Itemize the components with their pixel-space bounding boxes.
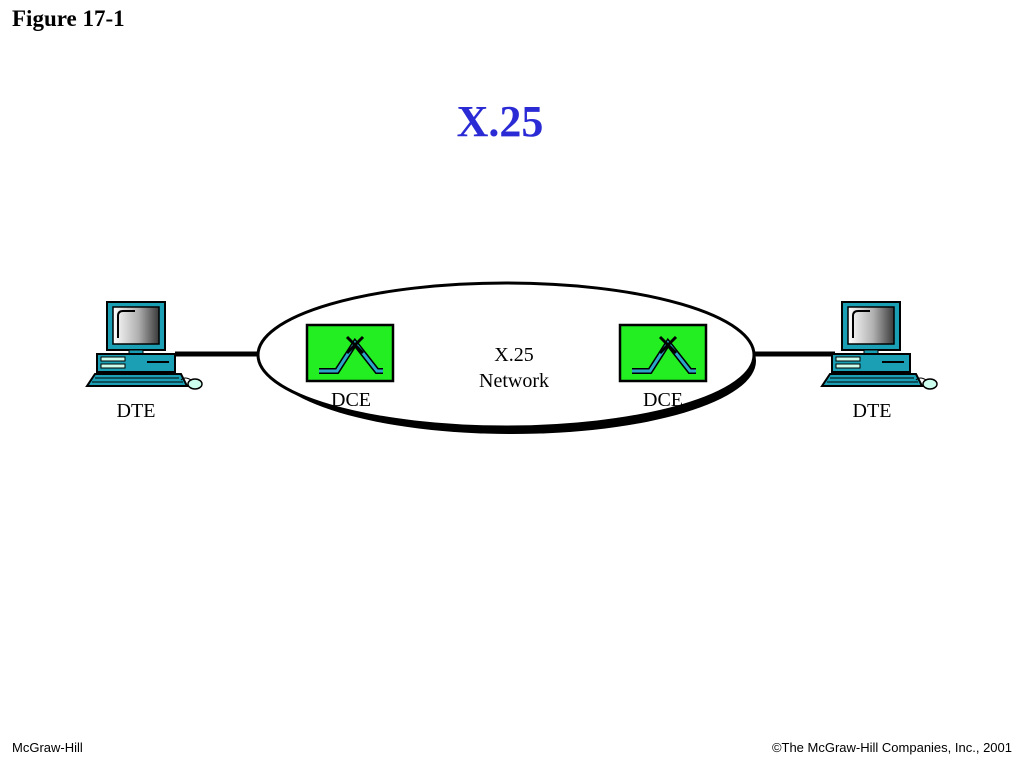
footer-copyright: ©The McGraw-Hill Companies, Inc., 2001 [771,740,1012,755]
dce-right-label: DCE [643,389,683,411]
footer-publisher: McGraw-Hill [12,740,83,755]
dce-left-label: DCE [331,389,371,411]
figure-label: Figure 17-1 [12,6,125,31]
dte-right-label: DTE [853,400,892,422]
dce-left [305,323,395,383]
network-label-line2: Network [479,370,549,392]
dte-left-label: DTE [117,400,156,422]
dte-right-computer-icon [820,301,938,390]
slide-title: X.25 [456,97,544,146]
network-label-line1: X.25 [494,344,533,366]
dce-right [618,323,708,383]
dte-left-computer-icon [85,301,203,390]
